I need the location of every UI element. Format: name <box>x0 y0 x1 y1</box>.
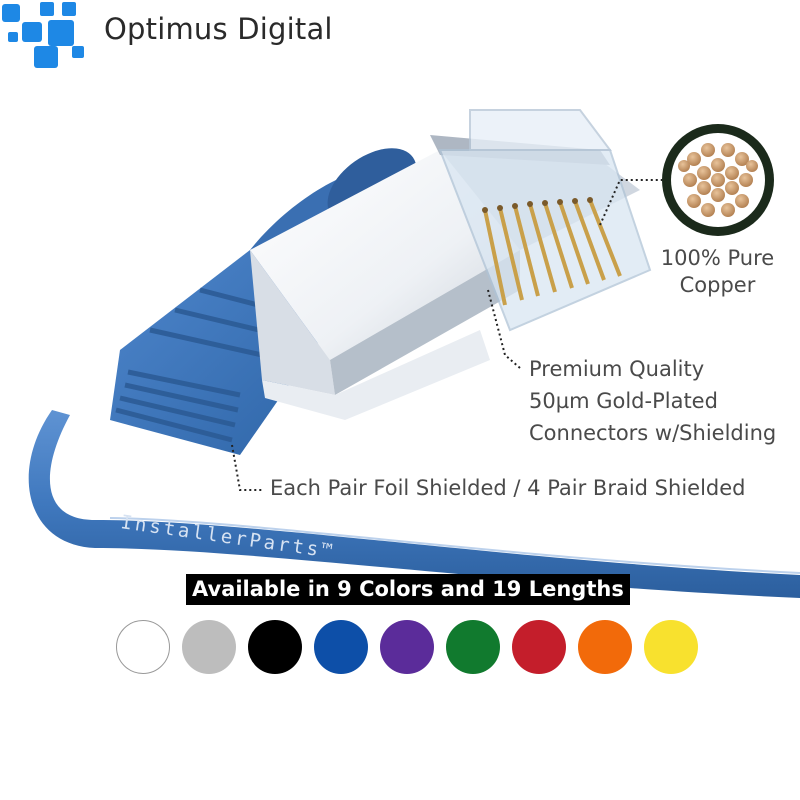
cable-body <box>28 410 800 598</box>
color-swatches <box>116 620 716 676</box>
color-swatch <box>248 620 302 674</box>
gold-callout-line-3: Connectors w/Shielding <box>529 421 777 445</box>
availability-banner: Available in 9 Colors and 19 Lengths <box>186 574 630 605</box>
gold-callout-line-1: Premium Quality <box>529 357 705 381</box>
copper-callout: 100% Pure Copper <box>650 245 785 299</box>
gold-callout-line-2: 50µm Gold-Plated <box>529 389 718 413</box>
brand-name: Optimus Digital <box>104 12 333 46</box>
color-swatch <box>116 620 170 674</box>
gold-plated-callout: Premium Quality 50µm Gold-Plated Connect… <box>529 353 776 449</box>
color-swatch <box>314 620 368 674</box>
callout-leaders <box>231 179 662 491</box>
color-swatch <box>512 620 566 674</box>
color-swatch <box>446 620 500 674</box>
color-swatch <box>380 620 434 674</box>
rj45-plug <box>438 109 652 332</box>
pixel-blocks-logo-icon <box>2 2 84 68</box>
brand-header: Optimus Digital <box>0 0 340 70</box>
copper-callout-line-2: Copper <box>679 273 756 297</box>
copper-cross-section <box>662 124 774 236</box>
cable-print-text: InstallerParts™ <box>119 511 337 563</box>
color-swatch <box>578 620 632 674</box>
color-swatch <box>182 620 236 674</box>
shielding-callout: Each Pair Foil Shielded / 4 Pair Braid S… <box>270 476 746 500</box>
color-swatch <box>644 620 698 674</box>
copper-callout-line-1: 100% Pure <box>660 246 775 270</box>
